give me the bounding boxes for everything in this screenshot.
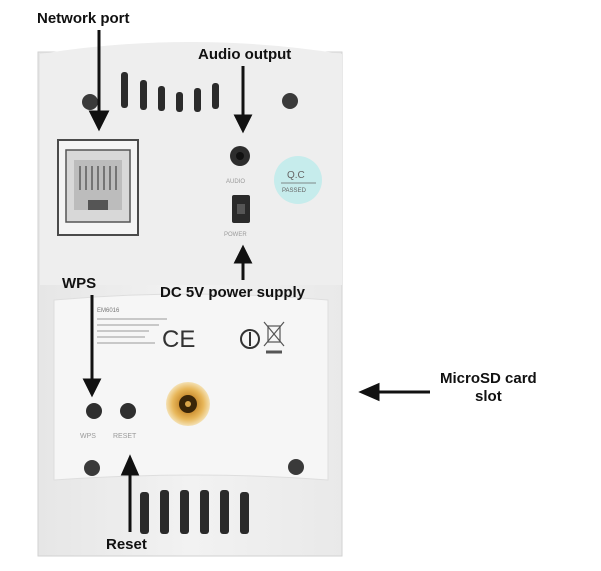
dc-power-label: DC 5V power supply (160, 284, 306, 301)
network-port-jack (57, 139, 139, 236)
reset-button-hole (120, 403, 136, 419)
audio-output-label: Audio output (198, 46, 292, 63)
screw-holes (82, 93, 304, 476)
callout-arrows (82, 30, 430, 532)
antenna-connector (166, 382, 210, 426)
network-port-label: Network port (37, 10, 130, 27)
reset-label: Reset (106, 536, 147, 553)
microsd-slot-label: MicroSD card slot (440, 370, 537, 406)
wps-button-hole (86, 403, 102, 419)
top-vents (121, 72, 219, 112)
svg-text:PASSED: PASSED (282, 188, 307, 194)
svg-text:Q.C: Q.C (287, 170, 305, 181)
qc-sticker: Q.C PASSED (274, 156, 322, 204)
microsd-label-line1: MicroSD card (440, 370, 537, 387)
crossed-bin-icon (263, 321, 285, 354)
power-jack-text: POWER (224, 232, 247, 238)
bottom-vents (140, 490, 249, 534)
regulatory-label: EM6016 CE (97, 308, 285, 354)
audio-jack-text: AUDIO (226, 179, 245, 185)
svg-text:EM6016: EM6016 (97, 308, 120, 314)
microsd-label-line2: slot (475, 388, 502, 405)
wps-label: WPS (62, 275, 97, 292)
alert-mark (240, 329, 260, 349)
reset-button-text: RESET (113, 433, 137, 440)
ce-mark: CE (162, 326, 195, 353)
wps-button-text: WPS (80, 433, 96, 440)
